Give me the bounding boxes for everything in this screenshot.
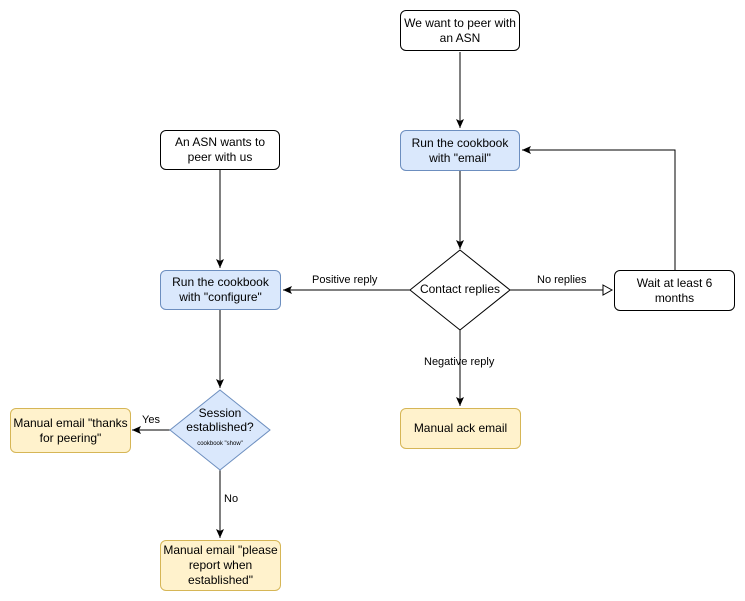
edge-label-positive-reply: Positive reply [312, 274, 378, 286]
contact-replies-label: Contact replies [419, 282, 501, 296]
node-please-report-label: Manual email "please report when establi… [163, 543, 278, 587]
node-asn-wants-to-peer: An ASN wants to peer with us [160, 130, 280, 170]
edge-label-negative-reply: Negative reply [424, 356, 495, 368]
node-thanks-label: Manual email "thanks for peering" [13, 415, 128, 445]
edge-label-no-replies: No replies [537, 274, 587, 286]
node-manual-ack-email: Manual ack email [400, 408, 521, 449]
node-want-to-peer-label: We want to peer with an ASN [404, 15, 516, 45]
node-ack-label: Manual ack email [413, 421, 508, 435]
node-want-to-peer: We want to peer with an ASN [400, 10, 520, 51]
node-run-cookbook-configure-label: Run the cookbook with "configure" [172, 275, 269, 304]
edge-label-yes: Yes [142, 414, 160, 426]
edge-label-no: No [224, 493, 239, 505]
session-established-label: Session established? [186, 406, 254, 434]
decision-contact-replies [409, 249, 511, 331]
node-manual-email-thanks: Manual email "thanks for peering" [10, 408, 131, 453]
node-run-cookbook-configure: Run the cookbook with "configure" [160, 270, 281, 310]
node-manual-email-please-report: Manual email "please report when establi… [160, 540, 281, 591]
node-wait-label: Wait at least 6 months [636, 275, 713, 305]
session-cookbook-show-label: cookbook "show" [197, 441, 243, 447]
node-asn-wants-label: An ASN wants to peer with us [174, 135, 266, 164]
node-run-cookbook-email-label: Run the cookbook with "email" [411, 135, 509, 165]
edge-wait-loop [522, 146, 676, 270]
node-run-cookbook-email: Run the cookbook with "email" [400, 130, 520, 171]
node-wait-6-months: Wait at least 6 months [614, 270, 735, 311]
decision-session-established [169, 389, 271, 471]
